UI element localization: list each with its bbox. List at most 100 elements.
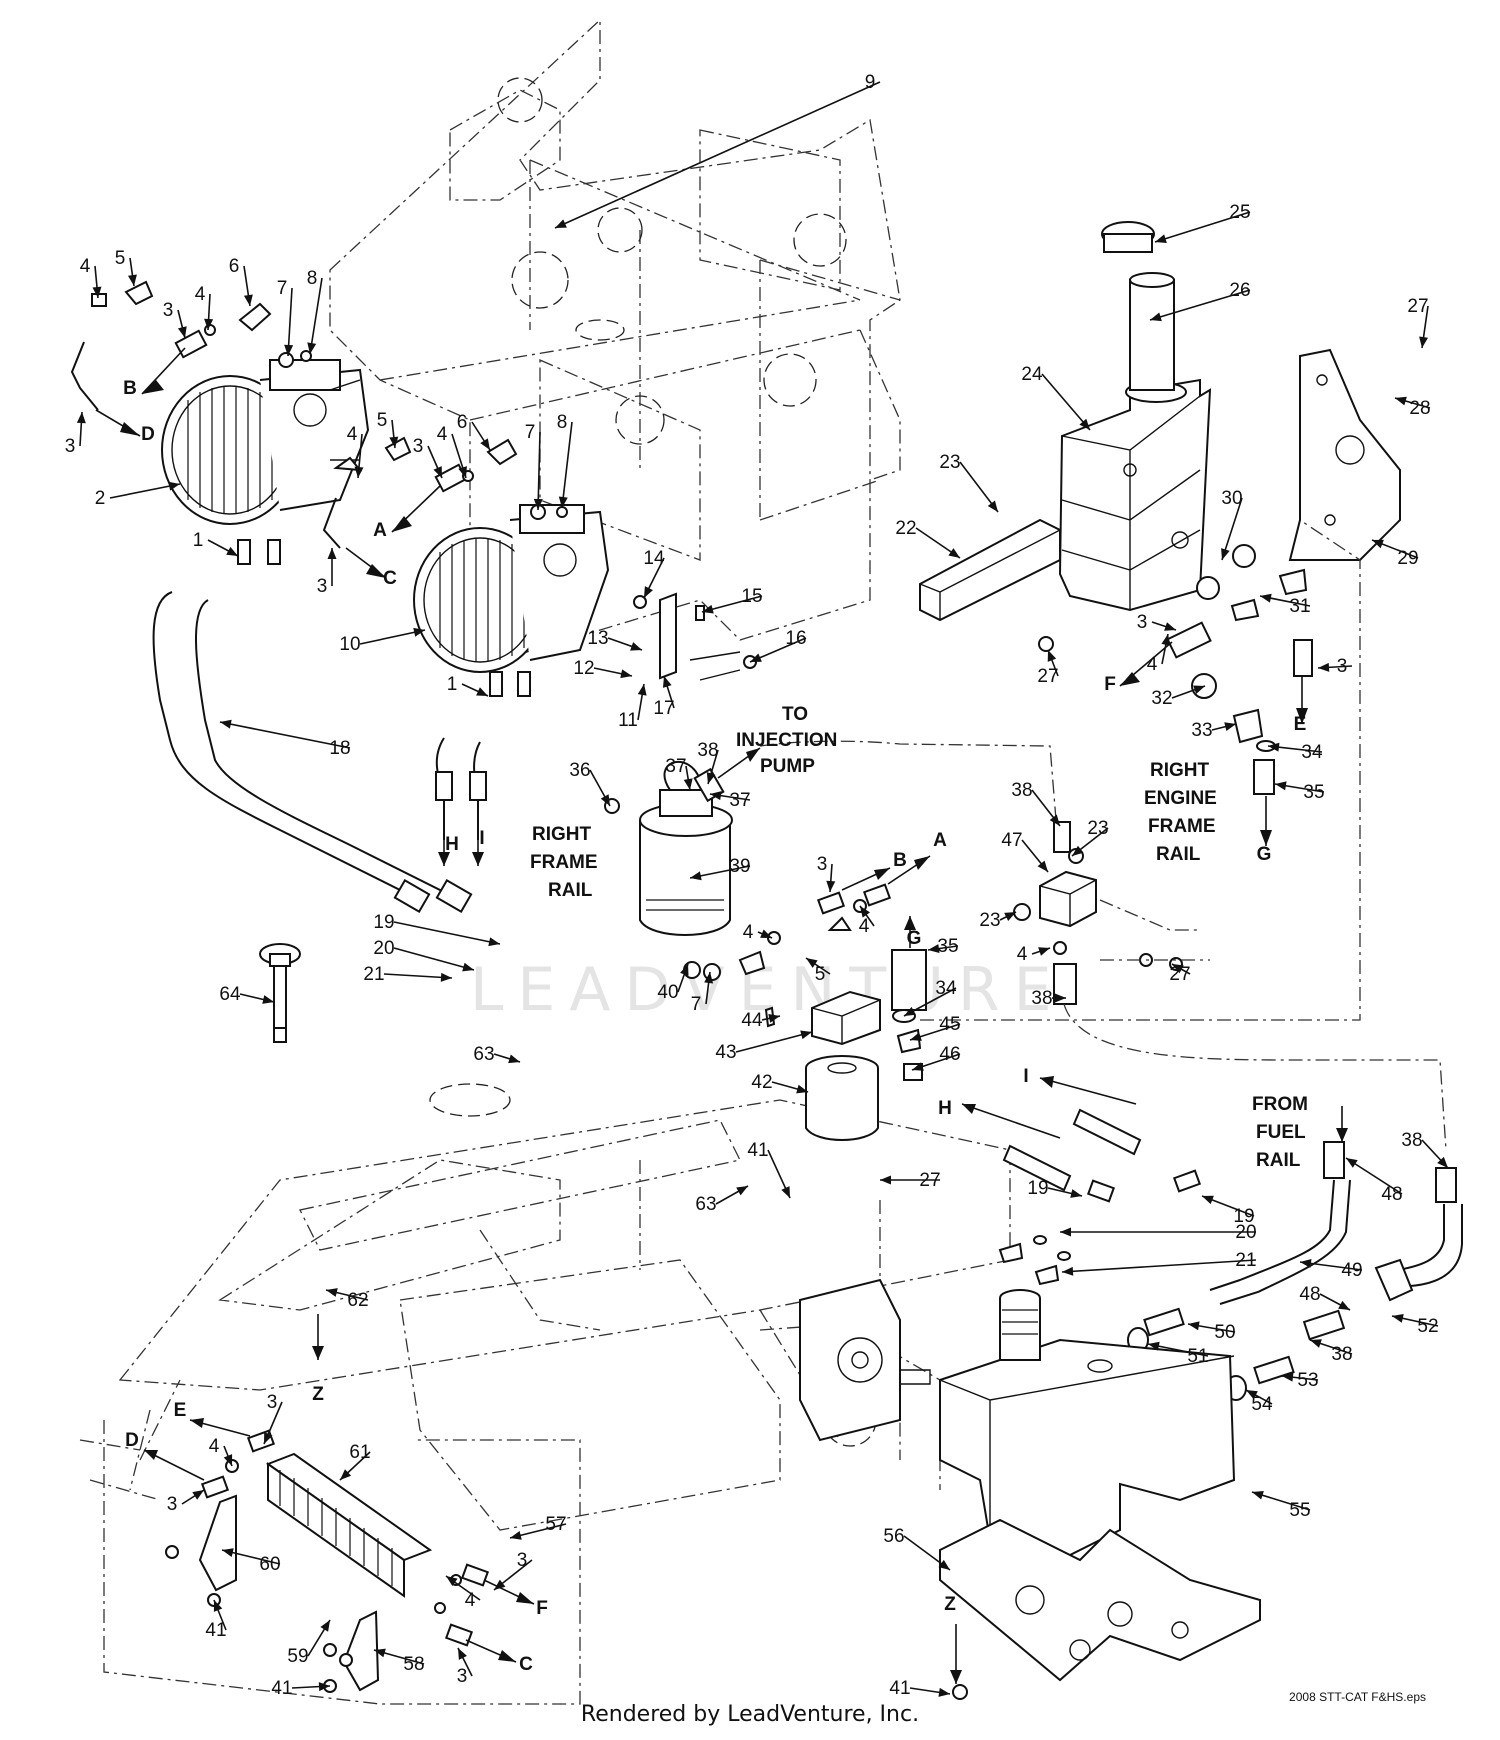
callout-number: 29: [1397, 548, 1418, 569]
lower-hydraulic-fittings: [998, 1108, 1202, 1286]
callout-arrowhead: [204, 318, 214, 330]
callout-number: 30: [1221, 488, 1242, 509]
callout-arrowhead: [736, 1186, 748, 1196]
tank-skid-22: [919, 518, 1061, 622]
callout-leader-line: [1154, 211, 1251, 243]
oil-cooler-61: [103, 1420, 581, 1705]
callout-number: 4: [465, 1590, 476, 1611]
file-name-label: 2008 STT-CAT F&HS.eps: [1289, 1690, 1426, 1704]
callout-number: 57: [545, 1514, 566, 1535]
callout-number: 3: [457, 1666, 468, 1687]
footer-credit: Rendered by LeadVenture, Inc.: [580, 1702, 920, 1727]
hydro-pump-left: [161, 359, 370, 525]
fuel-tank-24: [1058, 221, 1212, 612]
callout-arrowhead: [1372, 539, 1384, 549]
callout-number: 7: [277, 278, 288, 299]
callout-arrowhead: [262, 995, 274, 1004]
callout-arrowhead: [1188, 1321, 1200, 1331]
callout-arrowhead: [680, 964, 689, 976]
callout-arrowhead: [476, 687, 488, 696]
callout-number: 4: [1147, 654, 1158, 675]
callout-number: 55: [1289, 1500, 1310, 1521]
callout-number: 3: [517, 1550, 528, 1571]
callout-number: 1: [193, 530, 204, 551]
callout-arrowhead: [630, 642, 642, 651]
callout-number: 46: [939, 1044, 960, 1065]
callout-number: 4: [859, 916, 870, 937]
callout-number: 54: [1251, 1394, 1273, 1415]
callout-number: 34: [1301, 742, 1323, 763]
callout-arrowhead: [389, 436, 399, 448]
callout-leader-line: [561, 421, 573, 509]
callout-number: 3: [267, 1392, 278, 1413]
note-to-injection-pump: TO INJECTION PUMP: [736, 704, 837, 777]
callout-arrowhead: [1193, 685, 1205, 694]
flow-letter: E: [1294, 714, 1307, 735]
callout-number: 11: [618, 710, 638, 731]
callout-arrowhead: [433, 466, 442, 478]
callout-arrowhead: [800, 1030, 812, 1040]
flow-letter: I: [479, 828, 484, 849]
callout-number: 19: [1027, 1178, 1048, 1199]
callout-arrowhead: [1282, 1372, 1294, 1382]
flow-letter: I: [1023, 1066, 1028, 1087]
flow-letter: A: [373, 520, 387, 541]
flow-letter: H: [938, 1098, 952, 1119]
main-fuel-tank-55: [939, 1289, 1236, 1562]
callout-number: 34: [935, 978, 957, 999]
callout-number: 16: [785, 628, 806, 649]
callout-number: 1: [447, 674, 458, 695]
flow-arrows: [95, 347, 1447, 1684]
callout-arrowhead: [768, 1013, 780, 1023]
callout-number: 51: [1187, 1346, 1208, 1367]
filter-hoses: [738, 883, 927, 1011]
hydraulic-hoses: [152, 591, 487, 914]
callout-arrowhead: [600, 794, 610, 806]
callout-number: 20: [373, 938, 394, 959]
callout-arrowhead: [1202, 1195, 1214, 1205]
callout-leader-line: [1345, 1157, 1403, 1195]
callout-arrowhead: [1079, 418, 1090, 430]
callout-number: 38: [1331, 1344, 1352, 1365]
callout-arrowhead: [644, 586, 653, 598]
callout-arrowhead: [127, 274, 137, 286]
callout-arrowhead: [1055, 993, 1066, 1003]
callout-arrowhead: [1047, 650, 1057, 662]
note-line: PUMP: [760, 756, 815, 777]
note-line: ENGINE: [1144, 788, 1217, 809]
callout-arrowhead: [494, 1579, 506, 1590]
callout-number: 37: [729, 790, 750, 811]
callout-number: 56: [883, 1526, 904, 1547]
callout-arrowhead: [192, 1490, 204, 1500]
callout-arrowhead: [1221, 548, 1230, 560]
callout-number: 6: [457, 412, 468, 433]
callout-leader-line: [383, 973, 453, 979]
callout-arrowhead: [555, 219, 567, 228]
callout-number: 4: [195, 284, 206, 305]
flow-letter: D: [125, 1430, 139, 1451]
callout-number: 17: [653, 698, 674, 719]
callout-leader-line: [109, 483, 181, 499]
callout-arrowhead: [458, 1648, 467, 1660]
callout-number: 15: [741, 586, 762, 607]
flow-letter: B: [123, 378, 137, 399]
callout-number: 4: [743, 922, 754, 943]
callout-leader-line: [287, 287, 293, 357]
callout-arrowhead: [488, 937, 500, 947]
callout-arrowhead: [226, 546, 238, 556]
callout-number: 39: [729, 856, 750, 877]
callout-number: 3: [1137, 612, 1148, 633]
callout-arrowhead: [1164, 622, 1176, 631]
callout-arrowhead: [637, 684, 647, 696]
callout-arrowhead: [222, 1548, 234, 1557]
callout-number: 50: [1214, 1322, 1235, 1343]
callout-number: 38: [697, 740, 718, 761]
callout-leader-line: [554, 81, 881, 229]
callout-arrowhead: [264, 1432, 273, 1444]
callout-arrowhead: [1004, 912, 1016, 921]
callout-number: 53: [1297, 1370, 1318, 1391]
callout-leader-line: [393, 921, 501, 945]
callout-number: 2: [95, 488, 106, 509]
callout-arrowhead: [1072, 845, 1084, 856]
